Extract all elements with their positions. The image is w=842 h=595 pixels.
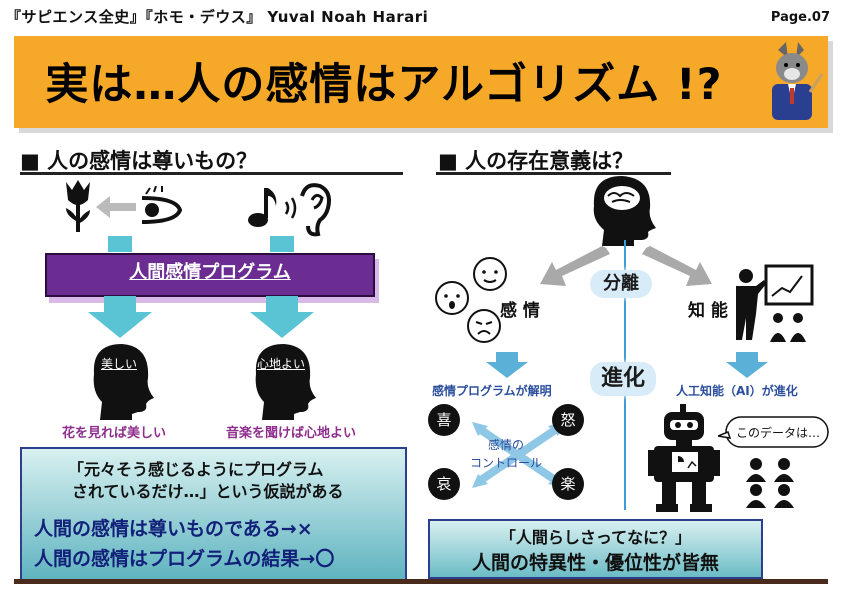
ear-icon [284, 183, 331, 237]
brain-head-icon [593, 176, 656, 246]
left-heading-underline [20, 172, 403, 175]
left-gray-arrow-icon [96, 196, 136, 218]
ai-caption: 人工知能（AI）が進化 [676, 384, 798, 398]
right-box-line1: 「人間らしさってなに？」 [499, 528, 692, 547]
caption-flower: 花を見れば美しい [62, 426, 167, 441]
right-box-line2: 人間の特異性・優位性が皆無 [471, 552, 719, 574]
left-box-line1: 「元々そう感じるようにプログラム [68, 460, 324, 479]
left-heading: ■ 人の感情は尊いもの？ [20, 149, 258, 173]
page-number: Page.07 [770, 10, 830, 25]
left-box-line3: 人間の感情は尊いものである→× [34, 518, 313, 540]
arrow-to-emotion-icon [540, 246, 610, 286]
right-summary-box [428, 519, 763, 579]
book-titles: 『サピエンス全史』『ホモ・デウス』 Yuval Noah Harari [6, 8, 429, 26]
emotion-program-caption: 感情プログラムが解明 [432, 384, 552, 398]
wolf-mascot-icon [772, 42, 824, 120]
emotion-down-arrow-icon [486, 352, 528, 378]
left-summary-box [20, 447, 407, 581]
emotion-label: 感 情 [500, 301, 540, 321]
head2-label: 心地よい [256, 357, 305, 371]
down-arrow-2-icon [250, 296, 314, 338]
title-banner: 実は…人の感情はアルゴリズム !? [14, 36, 828, 128]
speech-text: このデータは… [735, 426, 820, 440]
left-box-line2: されているだけ…」という仮説がある [72, 482, 344, 501]
program-bar [45, 253, 375, 297]
joy-badge: 喜 [428, 404, 460, 436]
control-line1: 感情の [487, 438, 524, 452]
speech-bubble-icon [718, 416, 829, 448]
baby-faces-icon [435, 257, 507, 343]
ai-down-arrow-icon [726, 352, 768, 378]
right-heading-underline [436, 172, 671, 175]
head-beautiful-icon [93, 344, 154, 420]
presentation-icon [736, 264, 814, 342]
music-note-icon [248, 188, 277, 227]
head-comfortable-icon [255, 344, 316, 420]
down-arrow-1-icon [88, 296, 152, 338]
tulip-icon [66, 180, 90, 232]
banner-title: 実は…人の感情はアルゴリズム !? [45, 60, 723, 110]
program-label: 人間感情プログラム [129, 262, 291, 283]
caption-music: 音楽を聞けば心地よい [226, 426, 357, 441]
audience-icon [746, 458, 794, 508]
eye-icon [141, 186, 183, 224]
control-line2: コントロール [469, 456, 542, 470]
robot-icon [648, 404, 720, 512]
sorrow-badge: 哀 [428, 468, 460, 500]
connector-right [270, 236, 294, 252]
separation-tag: 分離 [590, 270, 652, 298]
right-heading: ■ 人の存在意義は？ [438, 149, 634, 173]
bottom-rule [14, 579, 828, 584]
evolution-tag: 進化 [590, 362, 656, 396]
anger-badge: 怒 [552, 404, 584, 436]
pleasure-badge: 楽 [552, 468, 584, 500]
arrow-to-intelligence-icon [642, 246, 712, 286]
head1-label: 美しい [100, 357, 137, 371]
intelligence-label: 知 能 [688, 301, 728, 321]
connector-left [108, 236, 132, 252]
left-box-line4: 人間の感情はプログラムの結果→〇 [34, 548, 335, 570]
